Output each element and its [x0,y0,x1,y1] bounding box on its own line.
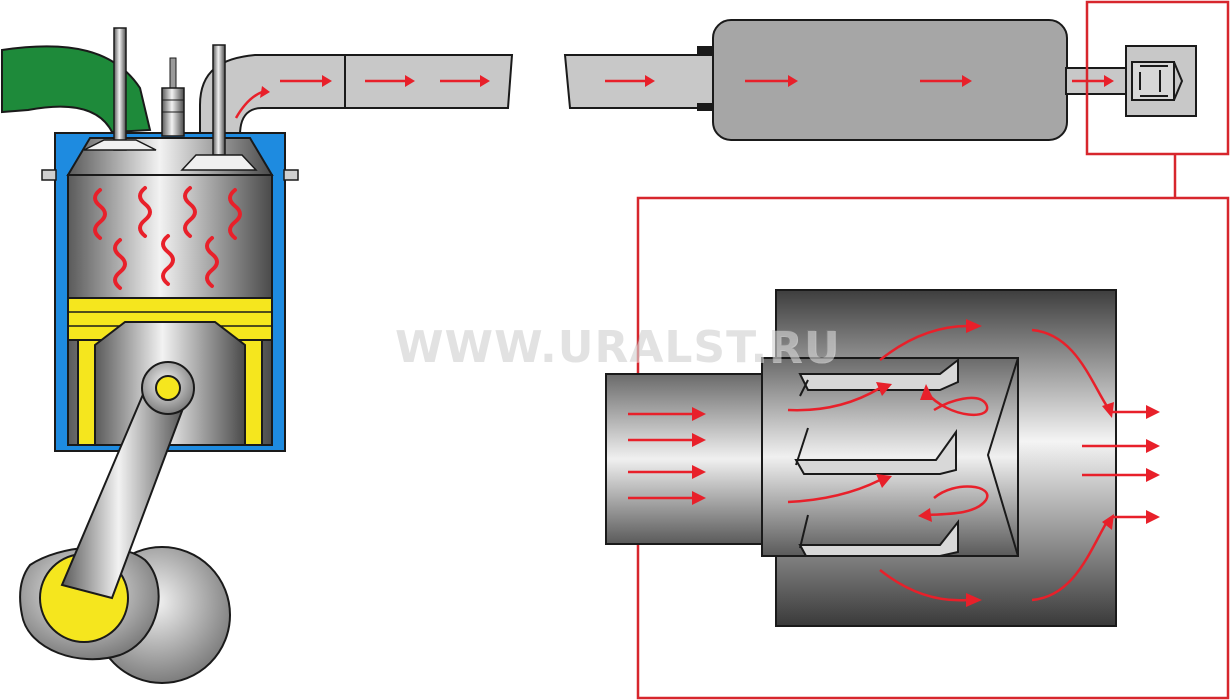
flow-arrow-icon [280,75,655,87]
flow-arrow-icon [628,407,706,505]
intake-valve-head [83,139,157,151]
wrist-pin [155,375,181,401]
muffler [712,19,1197,141]
spark-arrester-detail [605,289,1160,627]
exhaust-pipe [280,46,717,111]
exhaust-pipe-section-1 [344,54,514,109]
arrester-cone-tip [986,357,1019,557]
wavy-heat-icon [93,186,242,290]
flow-arrow-icon [1082,405,1160,524]
intake-pipe [1,45,152,134]
watermark: WWW.URALST.RU [395,322,840,373]
pipe-clamp-bottom [697,103,717,111]
pipe-clamp-top [697,46,717,54]
intake-valve-stem [113,27,127,151]
exhaust-valve-stem [212,44,226,156]
spark-plug-electrode [169,57,177,89]
head-bolt-right [283,169,299,181]
baffle-vanes [794,357,959,557]
head-bolt-left [41,169,57,181]
engine [1,27,346,684]
exhaust-valve-head [180,154,258,171]
flow-arrow-icon [876,319,1114,607]
flow-arrow-icon [234,86,270,119]
flow-arrow-icon [787,324,1110,602]
callout-small-frame [1085,0,1230,156]
inlet-pipe [605,373,769,545]
